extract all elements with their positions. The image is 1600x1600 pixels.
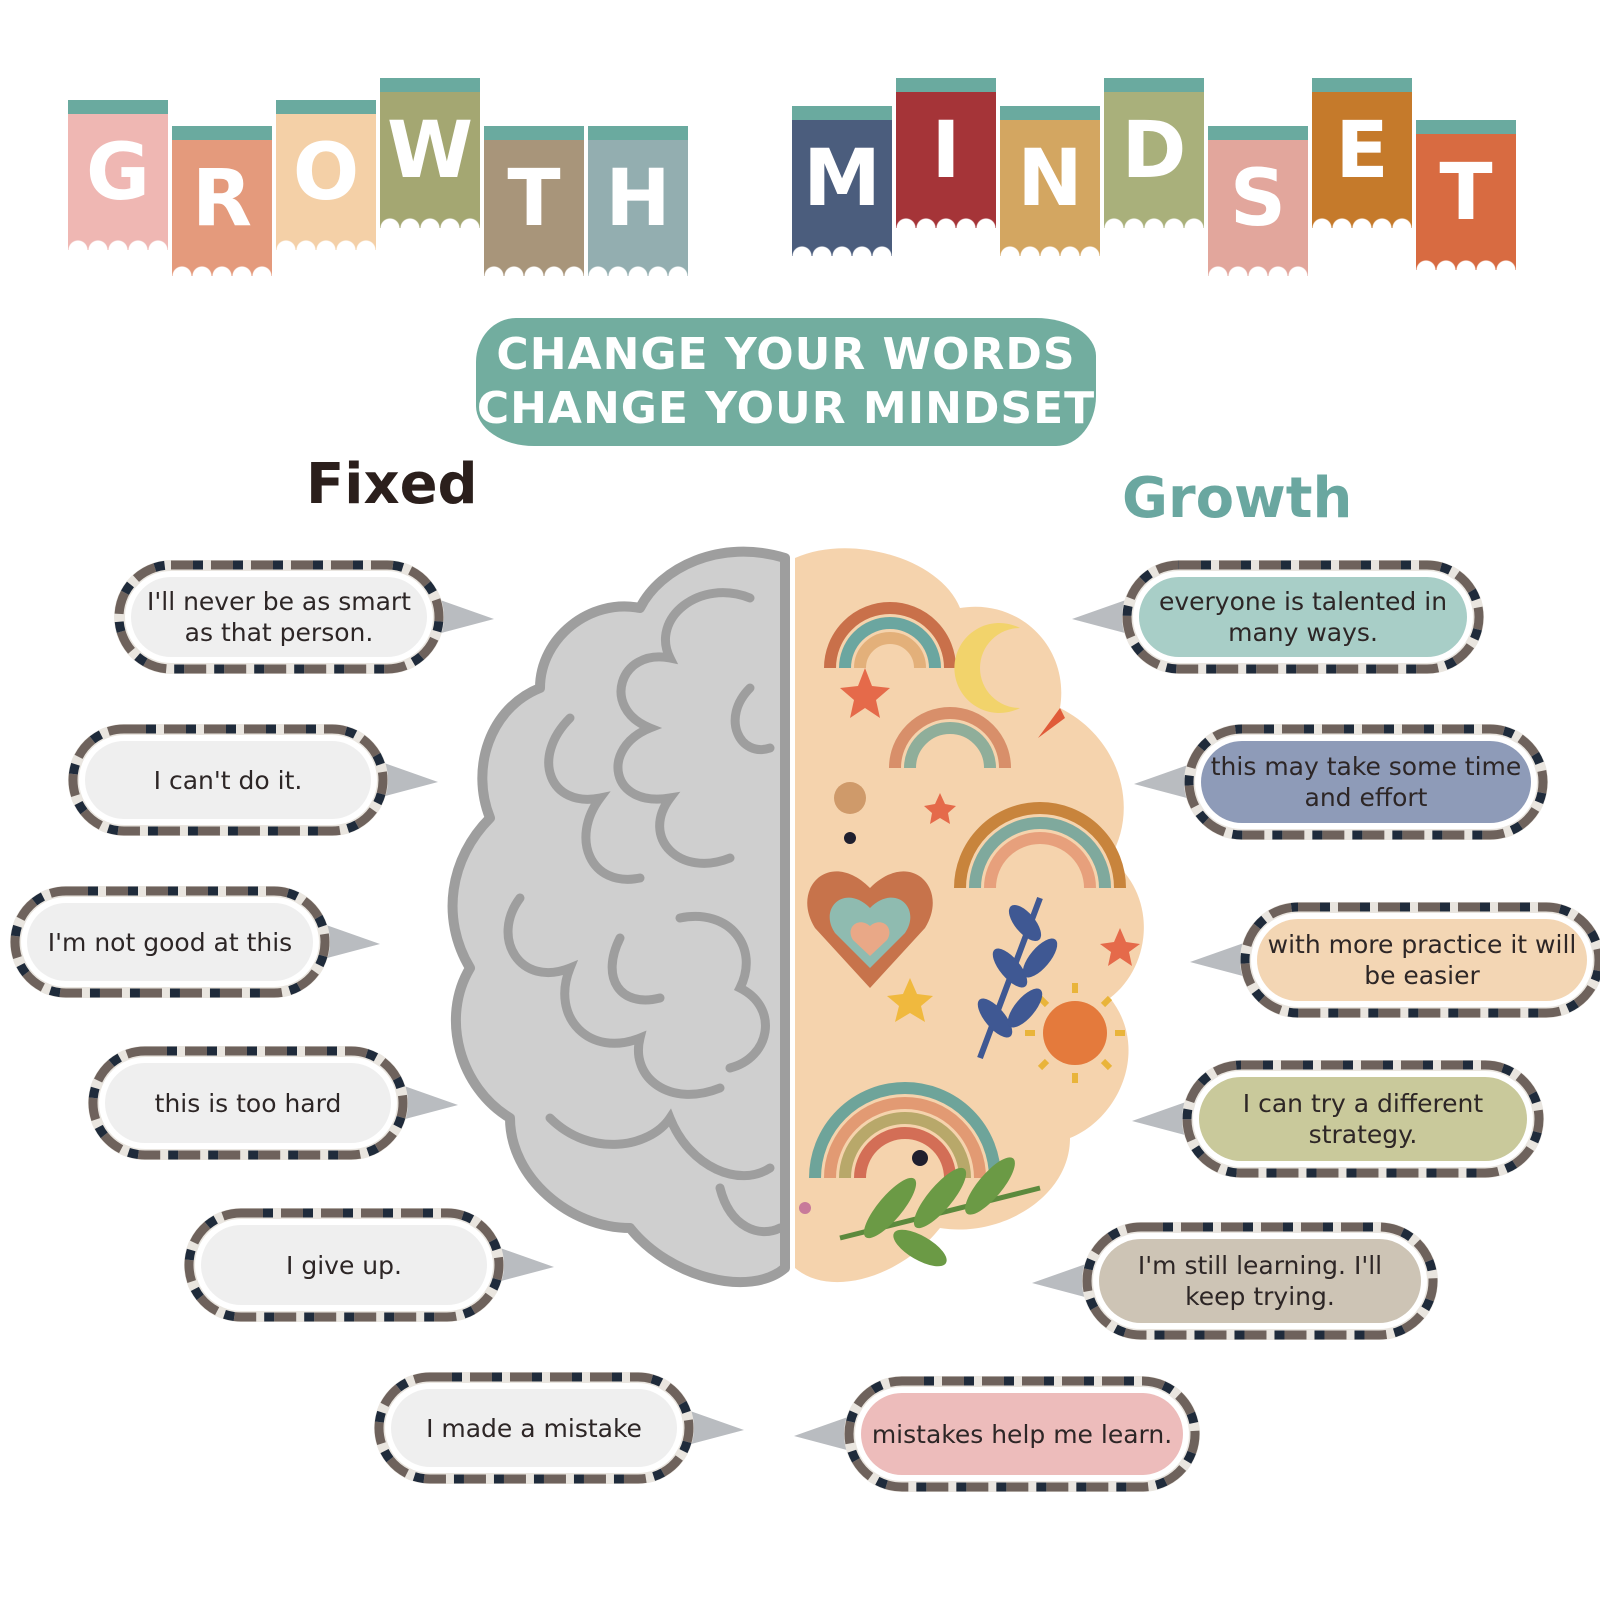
mindset-letter: S [1229,154,1287,244]
mindset-letter: N [1017,134,1083,224]
growth-letter: H [605,154,671,244]
growth-statement-text: I'm still learning. I'll keep trying. [1137,1251,1383,1311]
fixed-statement-text: this is too hard [154,1088,342,1118]
fixed-bubble: I made a mistake [374,1372,754,1484]
growth-flag-o: O [276,100,376,250]
growth-bubble: with more practice it will be easier [1190,902,1600,1018]
growth-bubble: I can try a different strategy. [1132,1060,1554,1178]
mindset-letter: E [1335,106,1389,196]
growth-heading: Growth [1122,466,1353,531]
mindset-flag-t: T [1416,120,1516,270]
mindset-flag-i: I [896,78,996,228]
left-hemisphere [447,546,790,1287]
fixed-heading: Fixed [306,452,478,517]
mindset-letter: M [803,134,881,224]
mindset-flag-s: S [1208,126,1308,276]
growth-flag-g: G [68,100,168,250]
growth-bubble: mistakes help me learn. [794,1376,1210,1492]
mindset-letter: D [1121,106,1187,196]
mindset-flag-e: E [1312,78,1412,228]
mindset-flag-n: N [1000,106,1100,256]
subtitle-line-1: CHANGE YOUR WORDS [496,329,1076,380]
growth-statement-text: with more practice it will be easier [1267,930,1577,990]
fixed-statement-text: I give up. [286,1250,402,1280]
growth-statement-text: everyone is talented in many ways. [1158,587,1448,647]
subtitle-banner: CHANGE YOUR WORDS CHANGE YOUR MINDSET [476,318,1096,446]
growth-bubble: this may take some time and effort [1134,724,1558,840]
fixed-statement-text: I made a mistake [426,1413,642,1443]
growth-flag-r: R [172,126,272,276]
growth-letter: R [191,154,253,244]
growth-letter: W [386,106,474,196]
growth-letter: T [507,154,561,244]
mindset-flag-m: M [792,106,892,256]
growth-bubble: everyone is talented in many ways. [1072,560,1494,674]
fixed-bubble: I can't do it. [68,724,448,836]
growth-flag-t: T [484,126,584,276]
brain-illustration [447,546,1144,1287]
growth-letter: G [85,128,151,218]
fixed-bubble: I'm not good at this [10,886,390,998]
mindset-flag-d: D [1104,78,1204,228]
fixed-statement-text: I can't do it. [153,765,303,795]
growth-bubble: I'm still learning. I'll keep trying. [1032,1222,1448,1340]
mindset-letter: I [931,106,961,196]
fixed-bubble: I'll never be as smart as that person. [114,560,504,674]
subtitle-line-2: CHANGE YOUR MINDSET [476,383,1096,434]
right-hemisphere [795,548,1144,1283]
growth-letter: O [292,128,360,218]
growth-statement-text: mistakes help me learn. [871,1419,1173,1449]
growth-flag-w: W [380,78,480,228]
fixed-statement-text: I'll never be as smart as that person. [147,587,411,647]
growth-statement-text: this may take some time and effort [1210,752,1522,812]
fixed-statement-text: I'm not good at this [47,927,293,957]
growth-flag-h: H [588,126,688,276]
mindset-letter: T [1439,148,1493,238]
growth-statement-text: I can try a different strategy. [1242,1089,1484,1149]
fixed-bubble: this is too hard [88,1046,468,1160]
fixed-bubble: I give up. [184,1208,564,1322]
